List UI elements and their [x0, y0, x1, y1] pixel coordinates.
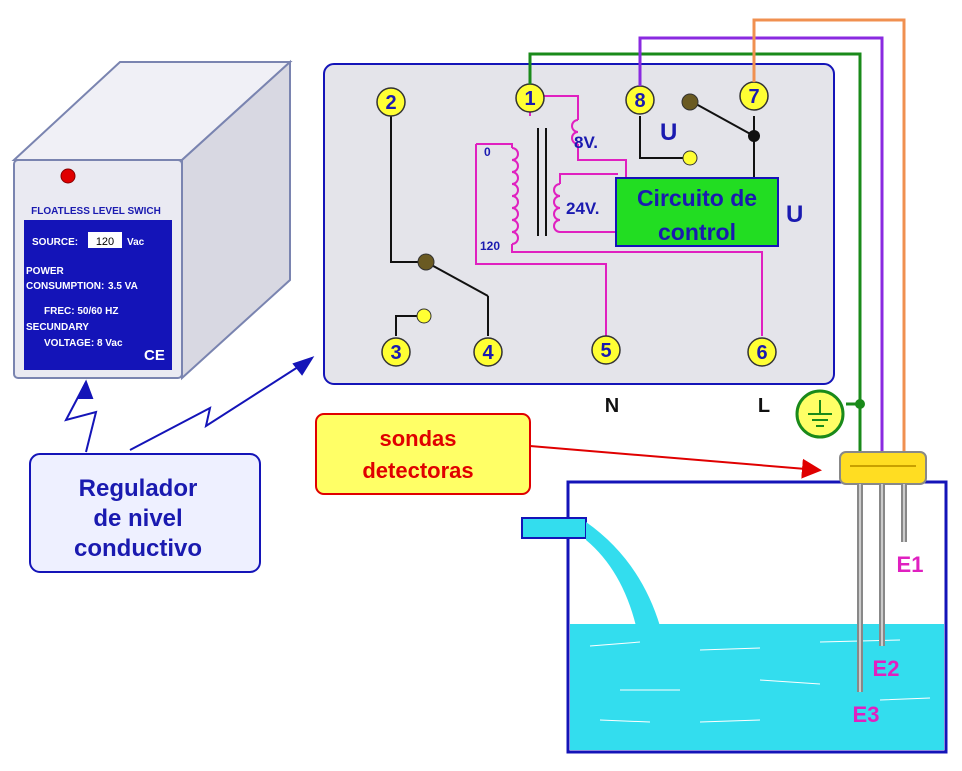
power-label-2: CONSUMPTION:: [26, 281, 104, 292]
svg-text:4: 4: [482, 342, 494, 364]
svg-text:3: 3: [390, 342, 401, 364]
ce-mark: CE: [144, 347, 165, 364]
regulator-callout: Regulador de nivel conductivo: [29, 453, 261, 573]
level-switch-device: FLOATLESS LEVEL SWICH SOURCE: 120 Vac PO…: [11, 59, 293, 381]
power-label-1: POWER: [26, 266, 65, 277]
svg-text:2: 2: [385, 92, 396, 114]
schematic-panel: 0 120 8V. 24V. Circuito de control U U 1…: [323, 63, 835, 385]
svg-text:1: 1: [524, 88, 535, 110]
wire-e3: [528, 52, 862, 480]
control-box-line-2: control: [658, 219, 736, 245]
regulator-line-2: de nivel: [93, 505, 182, 532]
probes-callout-line-2: detectoras: [362, 458, 473, 483]
regulator-line-3: conductivo: [74, 535, 202, 562]
regulator-line-1: Regulador: [79, 475, 198, 502]
probe-e1-label: E1: [897, 552, 924, 577]
source-label: SOURCE:: [32, 237, 78, 248]
terminal-8: 8: [625, 85, 655, 115]
probe-holder: [839, 451, 927, 485]
frequency-label: FREC: 50/60 HZ: [44, 306, 118, 317]
neutral-label: N: [605, 395, 619, 417]
control-circuit-box: [615, 177, 779, 247]
wire-e2: [638, 36, 884, 480]
primary-top-label: 0: [484, 145, 491, 159]
terminal-3: 3: [381, 337, 411, 367]
terminal-7: 7: [739, 81, 769, 111]
terminal-6: 6: [747, 337, 777, 367]
secondary-8v-label: 8V.: [574, 133, 598, 152]
ground-icon: [795, 389, 845, 439]
svg-text:8: 8: [634, 90, 645, 112]
power-value: 3.5 VA: [108, 281, 138, 292]
zigzag-arrows: [64, 356, 315, 453]
terminal-2: 2: [376, 87, 406, 117]
terminal-1: 1: [515, 83, 545, 113]
secondary-voltage: VOLTAGE: 8 Vac: [44, 338, 123, 349]
relay-label-inside: U: [660, 119, 677, 146]
control-box-line-1: Circuito de: [637, 185, 757, 211]
probes-callout-line-1: sondas: [379, 426, 456, 451]
primary-bottom-label: 120: [480, 239, 500, 253]
source-value: 120: [96, 236, 114, 248]
terminal-4: 4: [473, 337, 503, 367]
device-title: FLOATLESS LEVEL SWICH: [31, 206, 161, 217]
inlet-pipe: [521, 517, 587, 539]
secondary-label: SECUNDARY: [26, 322, 89, 333]
secondary-24v-label: 24V.: [566, 199, 599, 218]
water-tank: [521, 451, 948, 754]
source-unit: Vac: [127, 237, 145, 248]
wire-e1: [752, 18, 906, 480]
svg-text:7: 7: [748, 86, 759, 108]
terminal-5: 5: [591, 335, 621, 365]
probes-callout: sondas detectoras: [315, 413, 822, 495]
svg-text:6: 6: [756, 342, 767, 364]
relay-label-outside: U: [786, 201, 803, 228]
probe-e2-label: E2: [873, 656, 900, 681]
line-label: L: [758, 395, 770, 417]
inlet-stream: [586, 522, 660, 626]
svg-text:5: 5: [600, 340, 611, 362]
probe-e3-label: E3: [853, 702, 880, 727]
power-led: [60, 168, 76, 184]
